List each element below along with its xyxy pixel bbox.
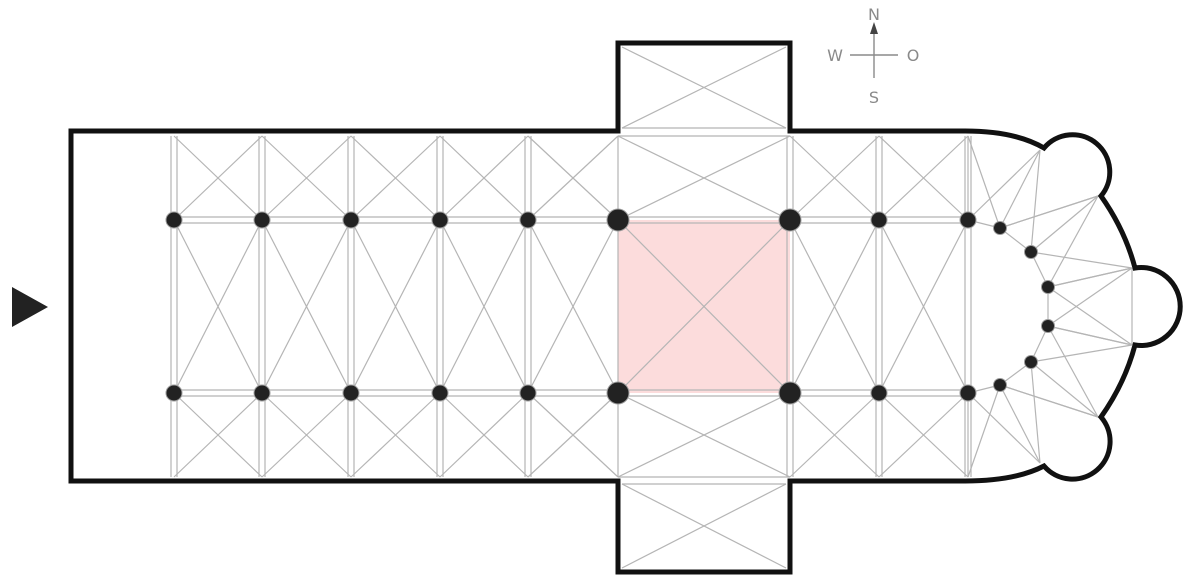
compass-south: S xyxy=(869,88,879,107)
vault-rib xyxy=(350,219,441,394)
vault-rib xyxy=(527,135,619,221)
pier-north xyxy=(519,211,537,229)
vault-rib xyxy=(967,135,1001,229)
vault-rib xyxy=(789,135,880,221)
vault-rib xyxy=(173,392,263,478)
vault-rib xyxy=(878,219,969,394)
vault-rib xyxy=(967,384,1001,478)
apse-pier xyxy=(993,378,1007,392)
pier-south xyxy=(778,381,802,405)
pier-south xyxy=(342,384,360,402)
vault-rib xyxy=(967,149,1041,221)
vault-rib xyxy=(967,392,1041,464)
vault-rib xyxy=(1030,361,1099,418)
vault-rib xyxy=(261,219,352,394)
pier-south xyxy=(959,384,977,402)
pier-north xyxy=(342,211,360,229)
vault-rib xyxy=(999,149,1041,229)
vault-rib xyxy=(527,219,619,394)
vault-rib xyxy=(527,392,619,478)
apse-pier xyxy=(1024,355,1038,369)
apse-pier xyxy=(1024,245,1038,259)
vault-rib xyxy=(621,46,787,129)
pier-north xyxy=(606,208,630,232)
outer-wall xyxy=(68,40,1183,575)
vault-rib xyxy=(999,384,1041,464)
vault-rib xyxy=(439,392,529,478)
apse-pier xyxy=(993,221,1007,235)
vault-rib xyxy=(621,483,787,569)
vault-rib xyxy=(261,392,352,478)
vault-rib xyxy=(173,219,263,394)
piers xyxy=(165,208,1055,405)
vault-rib xyxy=(173,135,263,221)
vault-rib xyxy=(1030,195,1099,253)
compass-rose-icon: N W O S xyxy=(827,5,919,107)
vault-rib xyxy=(617,392,791,478)
vault-rib xyxy=(1030,149,1041,253)
apse-pier xyxy=(1041,280,1055,294)
vault-rib xyxy=(1047,325,1099,418)
pier-south xyxy=(606,381,630,405)
vault-rib xyxy=(439,135,529,221)
vault-rib xyxy=(1047,267,1133,288)
apse-pier xyxy=(1041,319,1055,333)
entrance-arrow-icon xyxy=(12,287,48,327)
vault-rib xyxy=(999,384,1099,418)
vault-rib xyxy=(1030,344,1133,363)
pier-south xyxy=(431,384,449,402)
vault-rib xyxy=(261,135,352,221)
vault-rib xyxy=(878,135,969,221)
vault-rib xyxy=(439,219,529,394)
vault-rib xyxy=(1030,251,1133,269)
pier-south xyxy=(165,384,183,402)
vault-rib xyxy=(1047,286,1133,346)
pier-north xyxy=(253,211,271,229)
vault-rib xyxy=(789,219,880,394)
pier-south xyxy=(519,384,537,402)
vault-rib xyxy=(999,195,1099,229)
vault-rib xyxy=(617,135,791,221)
vault-rib xyxy=(350,135,441,221)
vault-ribs xyxy=(170,46,1133,569)
vault-rib xyxy=(1047,267,1133,327)
pier-south xyxy=(870,384,888,402)
vault-rib xyxy=(1047,195,1099,288)
pier-north xyxy=(431,211,449,229)
vault-rib xyxy=(878,392,969,478)
pier-north xyxy=(778,208,802,232)
pier-south xyxy=(253,384,271,402)
vault-rib xyxy=(350,392,441,478)
vault-rib xyxy=(789,392,880,478)
vault-rib xyxy=(617,219,791,394)
compass-east: O xyxy=(907,46,920,65)
pier-north xyxy=(959,211,977,229)
vault-rib xyxy=(1047,325,1133,346)
compass-west: W xyxy=(827,46,843,65)
pier-north xyxy=(870,211,888,229)
compass-north: N xyxy=(868,5,880,24)
vault-rib xyxy=(1030,361,1041,464)
pier-north xyxy=(165,211,183,229)
